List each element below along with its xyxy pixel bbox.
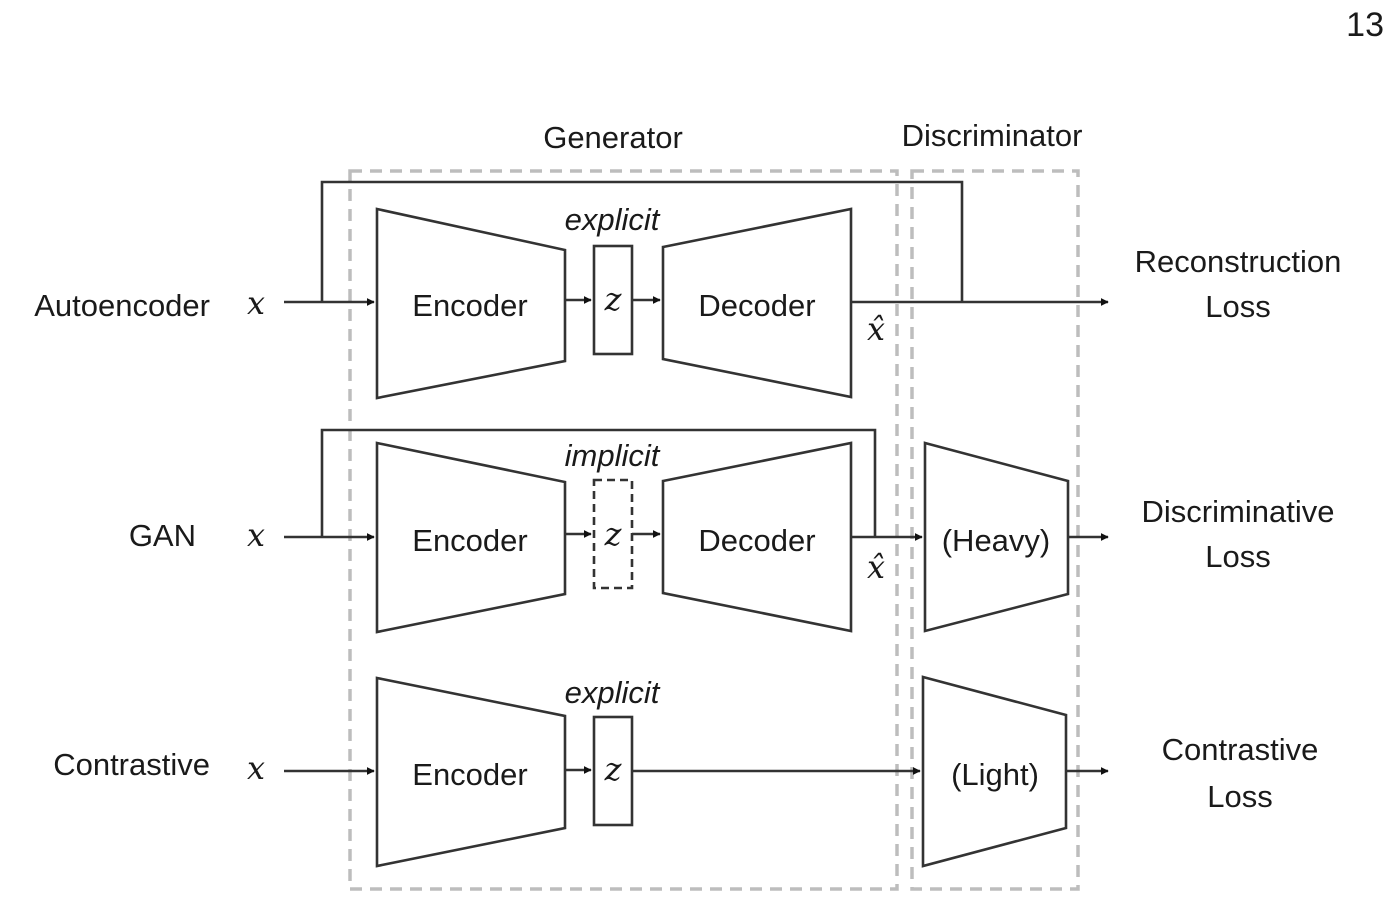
heavy-discriminator-label: (Heavy) — [942, 523, 1051, 558]
latent-z-label: z — [604, 515, 623, 553]
row-label-gan: GAN — [129, 518, 196, 553]
autoencoder-row: Autoencoder x Encoder explicit z Decoder… — [34, 180, 1342, 400]
decoder-block — [661, 441, 853, 633]
generator-title: Generator — [543, 120, 683, 155]
light-discriminator-block — [921, 675, 1068, 868]
gan-row: GAN x Encoder implicit z Decoder x̂ (Hea… — [129, 428, 1335, 634]
decoder-block — [661, 207, 853, 399]
light-discriminator-label: (Light) — [951, 757, 1039, 792]
encoder-label: Encoder — [412, 757, 527, 792]
input-x: x — [247, 749, 265, 787]
latent-type-label: explicit — [565, 202, 661, 237]
latent-z-label: z — [604, 750, 623, 788]
reconstruction-loss-line2: Loss — [1205, 289, 1270, 324]
input-x: x — [247, 284, 265, 322]
discriminative-loss-line2: Loss — [1205, 539, 1270, 574]
latent-z-label: z — [604, 280, 623, 318]
encoder-label: Encoder — [412, 523, 527, 558]
discriminative-loss-line1: Discriminative — [1142, 494, 1335, 529]
real-sample-wire — [320, 428, 877, 537]
contrastive-row: Contrastive x Encoder explicit z (Light)… — [53, 675, 1319, 868]
encoder-block — [375, 207, 567, 400]
latent-type-label: explicit — [565, 675, 661, 710]
row-label-contrastive: Contrastive — [53, 747, 210, 782]
encoder-block — [375, 676, 567, 868]
decoder-label: Decoder — [698, 288, 815, 323]
skip-connection-wire — [320, 180, 964, 302]
discriminator-group-box — [910, 169, 1080, 891]
contrastive-loss-line1: Contrastive — [1162, 732, 1319, 767]
output-x-hat: x̂ — [867, 310, 885, 348]
encoder-block — [375, 441, 567, 634]
discriminator-title: Discriminator — [902, 118, 1083, 153]
encoder-label: Encoder — [412, 288, 527, 323]
latent-type-label: implicit — [565, 438, 661, 473]
generator-group-box — [348, 169, 899, 891]
input-x: x — [247, 516, 265, 554]
page-number: 13 — [1346, 6, 1384, 44]
output-x-hat: x̂ — [867, 548, 885, 586]
heavy-discriminator-block — [923, 441, 1070, 633]
reconstruction-loss-line1: Reconstruction — [1135, 244, 1342, 279]
row-label-autoencoder: Autoencoder — [34, 288, 210, 323]
latent-z-box-implicit — [592, 478, 634, 590]
contrastive-loss-line2: Loss — [1207, 779, 1272, 814]
decoder-label: Decoder — [698, 523, 815, 558]
